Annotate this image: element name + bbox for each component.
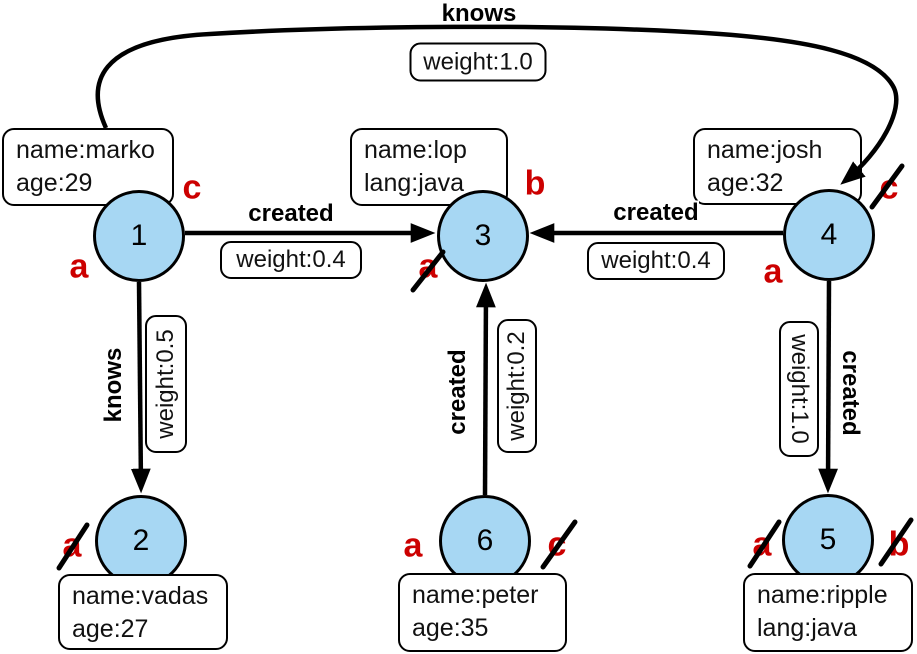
- vertex-1: 1: [93, 190, 185, 282]
- edge-label-created-4-5: created: [837, 350, 864, 436]
- weight-box-1-4: weight:1.0: [409, 42, 547, 82]
- slash-icon: [56, 522, 90, 571]
- property-line: name:josh: [707, 136, 823, 164]
- property-box-vertex-4: name:josh age:32: [693, 128, 862, 205]
- vertex-2-label: 2: [132, 524, 150, 557]
- weight-box-1-2: weight:0.5: [145, 315, 187, 453]
- vertex-5: 5: [782, 494, 874, 586]
- property-box-vertex-2: name:vadas age:27: [58, 574, 228, 650]
- weight-value: weight:0.4: [236, 246, 346, 273]
- red-mark-a-vertex-5: a: [752, 525, 772, 564]
- edge-knows-1-4: [95, 24, 899, 185]
- property-line: name:lop: [364, 136, 467, 164]
- vertex-4-label: 4: [820, 218, 838, 251]
- vertex-6: 6: [439, 495, 531, 587]
- property-line: name:vadas: [72, 582, 209, 610]
- edge-label-created-4-3: created: [613, 199, 699, 226]
- red-mark-b-vertex-3: b: [524, 164, 546, 203]
- weight-value: weight:0.2: [503, 331, 530, 441]
- vertex-6-label: 6: [476, 524, 494, 557]
- edge-label-created-1-3: created: [248, 200, 334, 227]
- red-mark-a-vertex-4: a: [763, 252, 783, 291]
- property-box-vertex-5: name:ripple lang:java: [743, 573, 913, 652]
- property-line: name:peter: [412, 581, 539, 609]
- slash-icon: [540, 519, 578, 570]
- vertex-2: 2: [95, 495, 187, 587]
- property-line: lang:java: [757, 614, 858, 642]
- vertex-1-label: 1: [130, 219, 148, 252]
- slash-icon: [747, 519, 782, 569]
- slash-icon: [878, 517, 914, 567]
- property-line: age:32: [707, 169, 784, 197]
- red-mark-a-vertex-6: a: [403, 526, 423, 565]
- property-box-vertex-6: name:peter age:35: [398, 573, 567, 652]
- weight-box-4-3: weight:0.4: [587, 242, 725, 280]
- weight-box-6-3: weight:0.2: [497, 319, 537, 453]
- vertex-4: 4: [783, 189, 875, 281]
- edge-label-knows-1-2: knows: [100, 347, 127, 423]
- weight-value: weight:0.4: [601, 247, 711, 274]
- slash-icon: [869, 163, 905, 210]
- red-mark-a-vertex-3: a: [418, 247, 438, 286]
- weight-box-4-5: weight:1.0: [779, 321, 819, 457]
- red-mark-b-vertex-5: b: [888, 525, 910, 564]
- red-mark-c-vertex-4: c: [879, 168, 899, 207]
- red-mark-c-vertex-1: c: [182, 168, 202, 207]
- red-mark-c-vertex-6: c: [547, 525, 567, 564]
- vertex-5-label: 5: [819, 523, 837, 556]
- property-line: age:35: [412, 614, 489, 642]
- slash-icon: [410, 249, 446, 293]
- red-mark-a-vertex-2: a: [62, 526, 82, 565]
- edge-created-4-5: [818, 280, 838, 494]
- vertex-3-label: 3: [474, 219, 492, 252]
- weight-value: weight:1.0: [423, 48, 533, 75]
- property-line: lang:java: [364, 169, 465, 197]
- property-box-vertex-1: name:marko age:29: [2, 128, 174, 206]
- property-line: age:27: [72, 615, 149, 643]
- weight-box-1-3: weight:0.4: [220, 241, 362, 279]
- property-line: age:29: [16, 169, 93, 197]
- edge-label-created-6-3: created: [444, 349, 471, 435]
- vertex-3: 3: [437, 190, 529, 282]
- property-box-vertex-3: name:lop lang:java: [350, 128, 508, 206]
- red-mark-a-vertex-1: a: [69, 247, 89, 286]
- property-line: name:ripple: [757, 581, 888, 609]
- edge-knows-1-2: [130, 281, 151, 494]
- edge-created-6-3: [476, 282, 496, 496]
- edge-label-knows-1-4: knows: [441, 0, 517, 27]
- weight-value: weight:0.5: [152, 329, 179, 439]
- weight-value: weight:1.0: [786, 334, 813, 444]
- property-line: name:marko: [16, 136, 155, 164]
